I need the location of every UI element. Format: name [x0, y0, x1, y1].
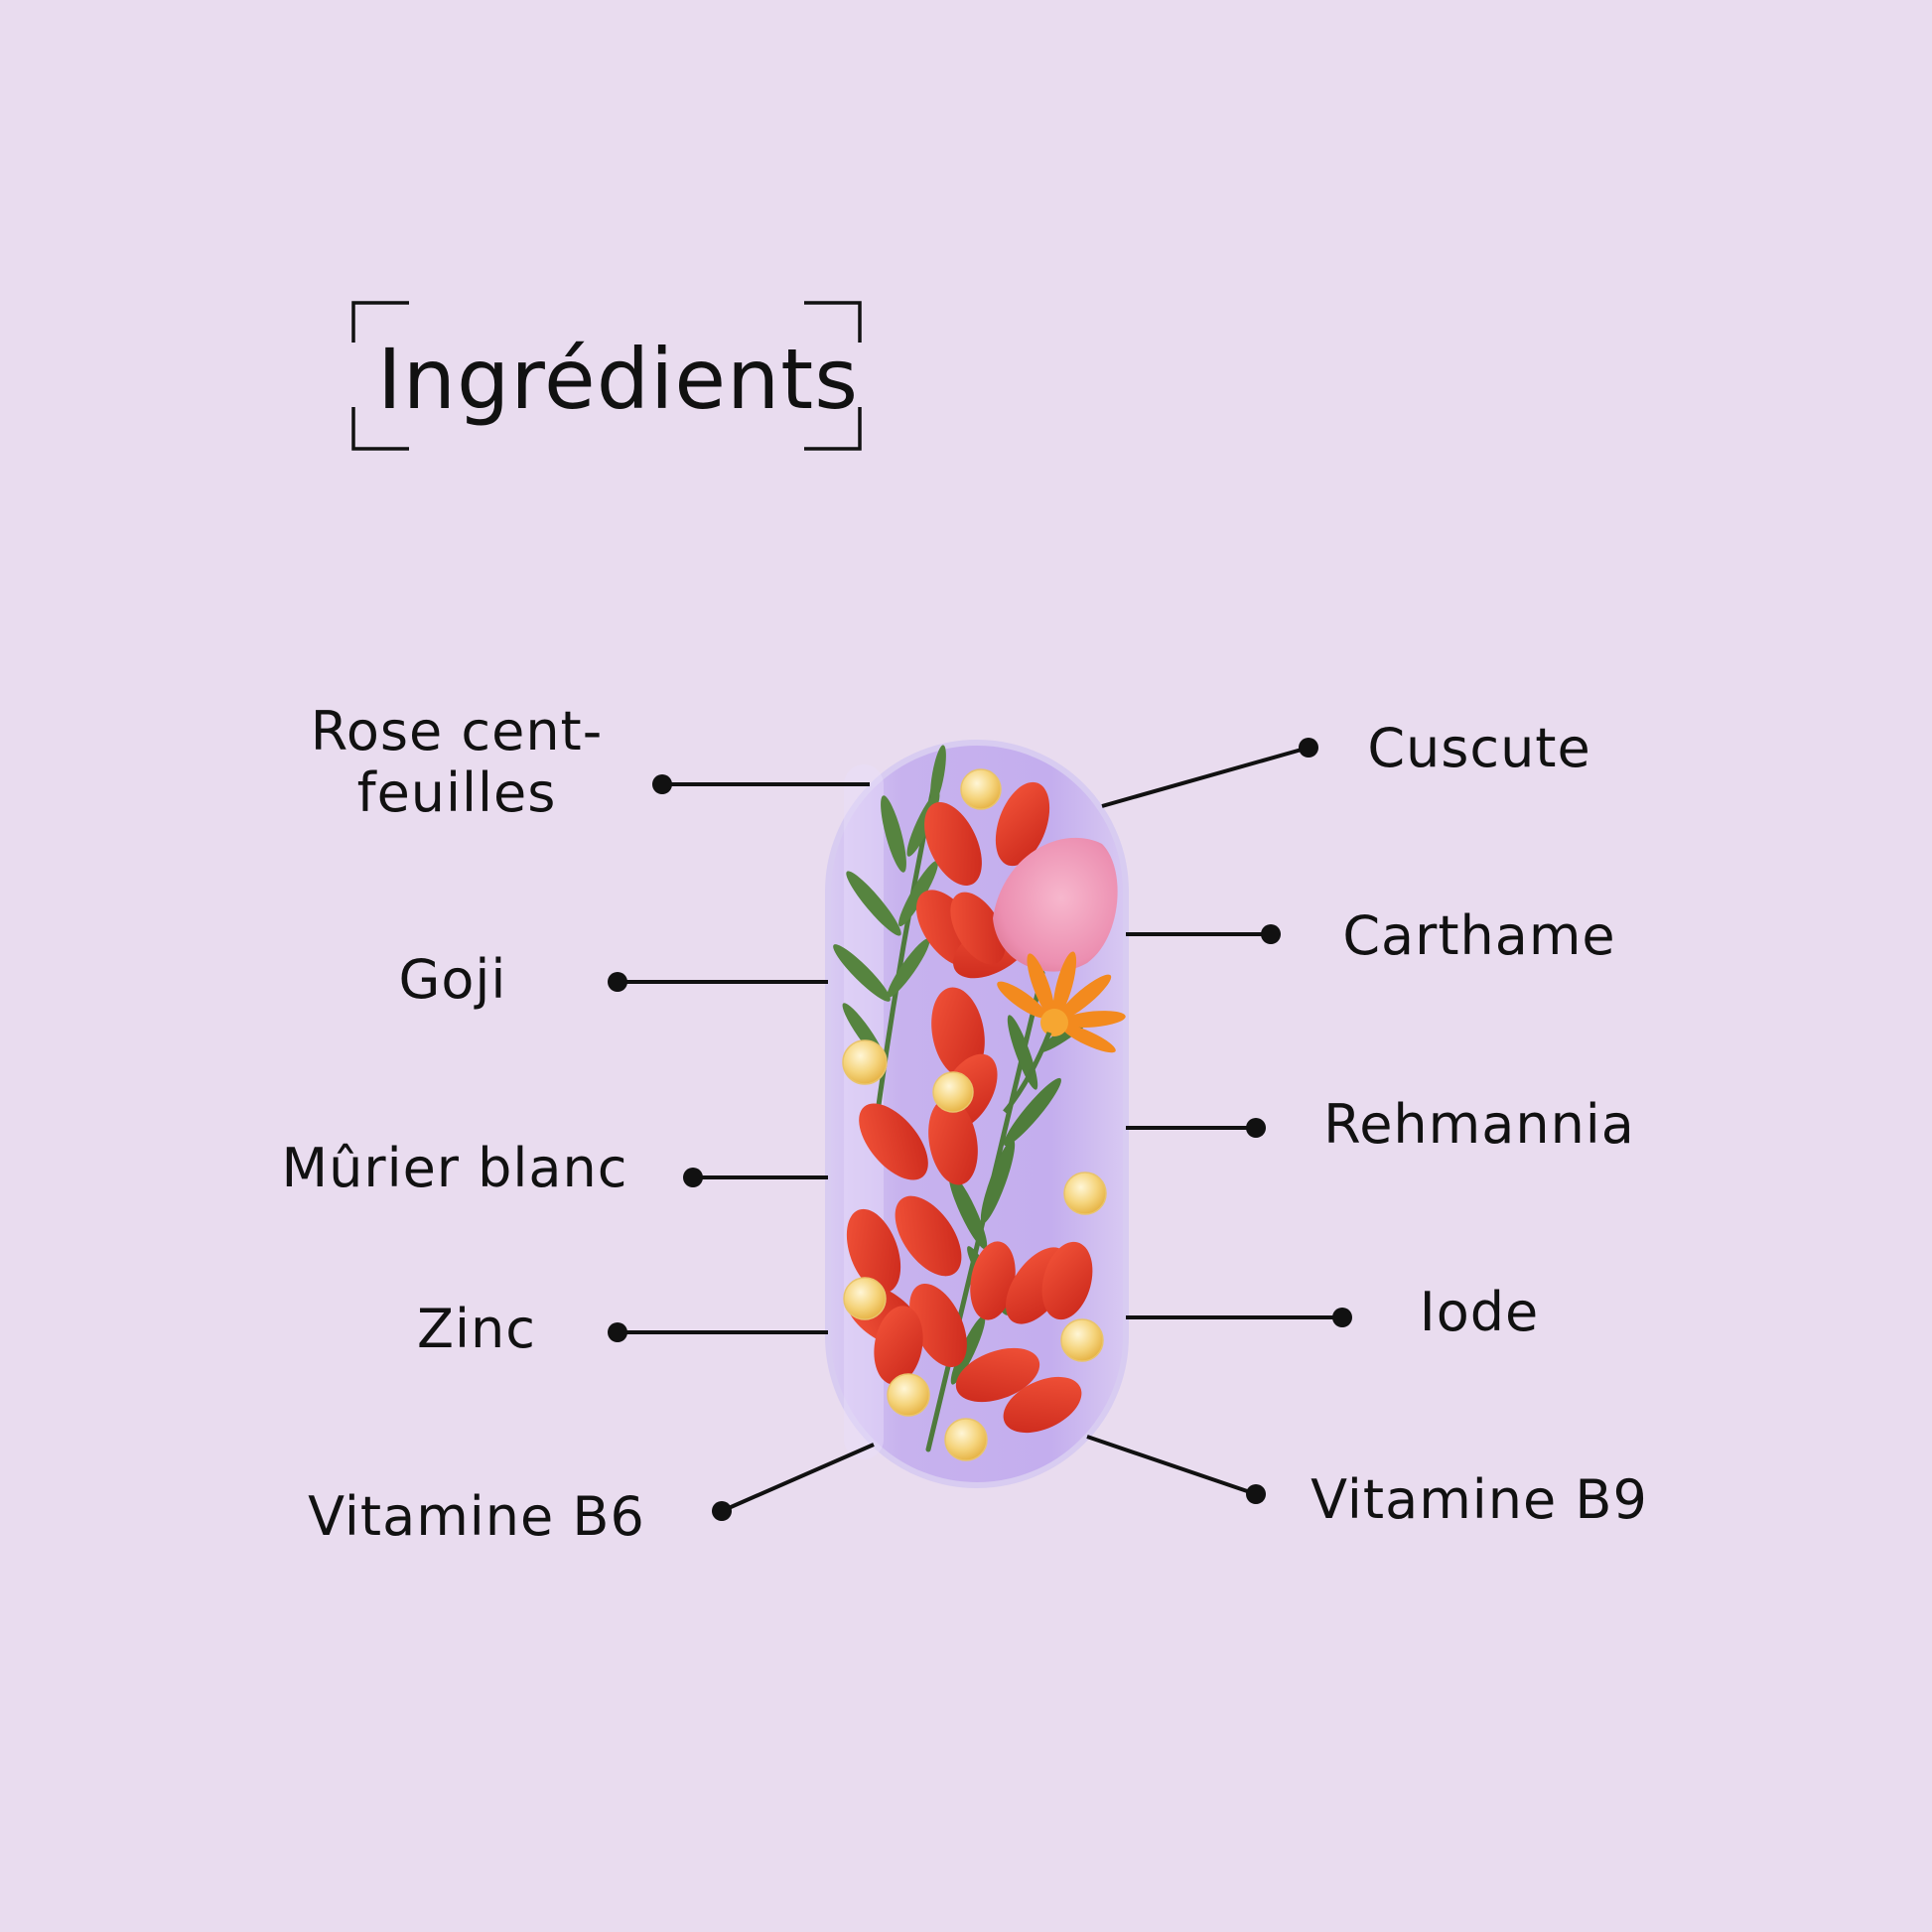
rose-petal — [993, 837, 1118, 972]
oil-pearls — [842, 768, 1107, 1461]
ingredient-label-murier: Mûrier blanc — [281, 1137, 628, 1199]
safflower — [997, 951, 1126, 1114]
ingredient-label-zinc: Zinc — [417, 1298, 536, 1360]
ingredient-label-cuscute: Cuscute — [1367, 717, 1591, 779]
leader-dot — [1261, 924, 1281, 944]
ingredient-label-goji: Goji — [398, 948, 507, 1011]
leader-dot — [1299, 738, 1318, 758]
leader-dot — [608, 1322, 627, 1342]
leader-dot — [683, 1168, 703, 1187]
ingredient-label-carthame: Carthame — [1342, 904, 1616, 967]
leader-dot — [652, 774, 672, 794]
ingredient-label-rose: Rose cent- feuilles — [310, 700, 604, 824]
leader-dot — [712, 1501, 732, 1521]
ingredient-label-vitamine-b6: Vitamine B6 — [308, 1485, 645, 1548]
ingredient-label-vitamine-b9: Vitamine B9 — [1311, 1468, 1648, 1531]
ingredient-label-iode: Iode — [1419, 1281, 1540, 1343]
ingredient-label-rehmannia: Rehmannia — [1323, 1093, 1635, 1156]
leader-dot — [1246, 1484, 1266, 1504]
leader-dot — [1332, 1308, 1352, 1327]
leader-dot — [608, 972, 627, 992]
page-title: Ingrédients — [377, 331, 859, 428]
goji-berries — [845, 781, 1093, 1434]
leader-dot — [1246, 1118, 1266, 1138]
